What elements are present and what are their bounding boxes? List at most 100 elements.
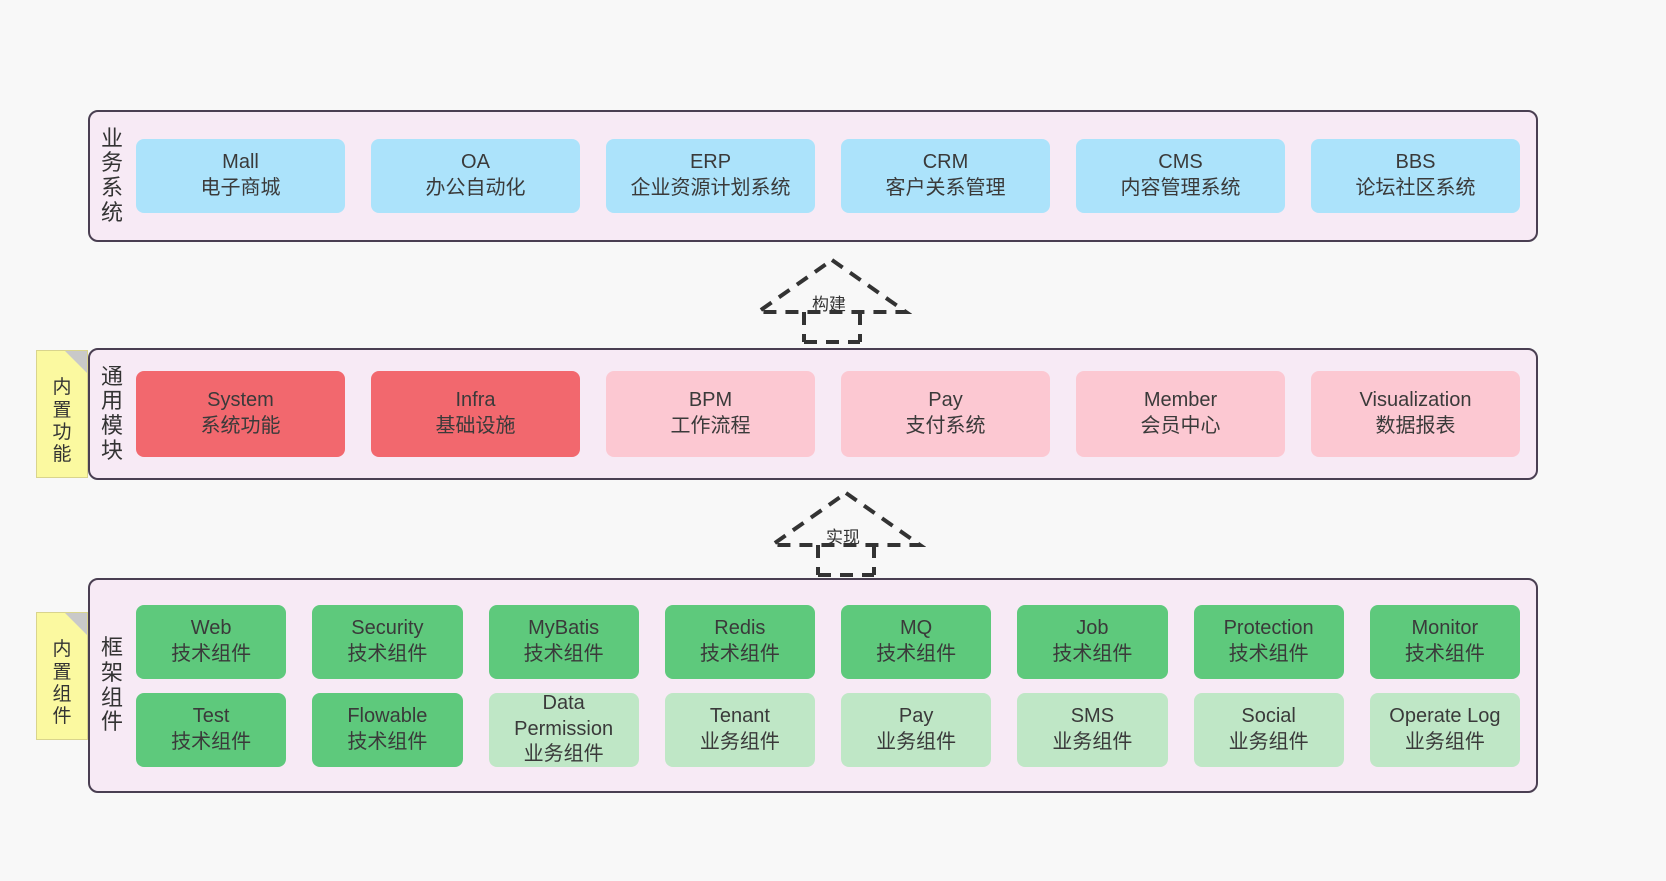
stacked-char: 框 (100, 635, 123, 661)
node-subtitle: 业务组件 (1052, 730, 1133, 753)
node-title: CRM (922, 151, 969, 174)
node-subtitle: 技术组件 (699, 642, 780, 665)
node-bpm[interactable]: BPM 工作流程 (606, 371, 815, 457)
stacked-char: 置 (52, 661, 72, 683)
node-title: CMS (1158, 151, 1203, 174)
node-tenant[interactable]: Tenant 业务组件 (664, 692, 815, 767)
stacked-char: 块 (100, 437, 123, 463)
page-fold-icon (65, 351, 87, 373)
node-title: Protection (1223, 616, 1314, 639)
stacked-char: 业 (100, 125, 123, 151)
stacked-char: 件 (100, 709, 123, 735)
stacked-char: 架 (100, 659, 123, 685)
stacked-char: 件 (52, 706, 72, 728)
stacked-char: 置 (52, 399, 72, 421)
node-title: Infra (455, 389, 496, 412)
stacked-char: 内 (52, 639, 72, 661)
node-subtitle: 技术组件 (523, 642, 604, 665)
stacked-char: 务 (100, 150, 123, 176)
sticky-note-builtin-components: 内置组件 (36, 612, 88, 740)
connector-build-label: 构建 (812, 295, 846, 314)
stacked-char: 通 (100, 363, 123, 389)
sticky-note-text: 内置组件 (52, 639, 71, 729)
node-subtitle: 技术组件 (171, 730, 252, 753)
stacked-char: 组 (52, 684, 72, 705)
node-subtitle: 技术组件 (347, 642, 428, 665)
node-subtitle: 业务组件 (1228, 730, 1309, 753)
node-subtitle: 论坛社区系统 (1355, 177, 1476, 199)
layer-title-framework-components: 框架组件 (90, 580, 134, 791)
node-title: Tenant (709, 704, 770, 727)
node-subtitle: 基础设施 (435, 415, 516, 437)
node-title: OA (461, 151, 490, 174)
stacked-char: 组 (100, 684, 123, 710)
node-system[interactable]: System 系统功能 (136, 371, 345, 457)
node-title: System (207, 389, 274, 412)
node-cms[interactable]: CMS 内容管理系统 (1076, 139, 1285, 213)
node-title: Operate Log (1389, 704, 1501, 727)
node-subtitle: 技术组件 (347, 730, 428, 753)
node-mq[interactable]: MQ 技术组件 (841, 604, 992, 679)
node-subtitle: 技术组件 (1228, 642, 1309, 665)
stacked-char: 系 (100, 175, 123, 200)
stacked-char: 模 (100, 413, 123, 438)
node-subtitle: 技术组件 (171, 642, 252, 665)
node-pay[interactable]: Pay 业务组件 (841, 692, 992, 767)
connector-implement-label: 实现 (826, 528, 860, 547)
node-protection[interactable]: Protection 技术组件 (1193, 604, 1344, 679)
node-subtitle: 工作流程 (670, 415, 751, 437)
node-title: Monitor (1411, 616, 1479, 639)
stacked-char: 用 (100, 388, 123, 414)
node-title: MQ (900, 616, 933, 639)
node-subtitle: 内容管理系统 (1120, 177, 1241, 199)
node-title: BPM (688, 389, 733, 412)
node-subtitle: 技术组件 (1052, 642, 1133, 665)
stacked-char: 能 (52, 444, 72, 466)
node-subtitle: 数据报表 (1375, 415, 1456, 437)
node-web[interactable]: Web 技术组件 (136, 604, 287, 679)
sticky-note-text: 内置功能 (52, 377, 71, 467)
node-title: Pay (928, 389, 963, 412)
node-subtitle: 业务组件 (876, 730, 957, 753)
node-subtitle: 客户关系管理 (885, 177, 1006, 199)
node-job[interactable]: Job 技术组件 (1017, 604, 1168, 679)
node-title: Web (190, 616, 232, 639)
node-title: ERP (689, 151, 732, 174)
node-monitor[interactable]: Monitor 技术组件 (1369, 604, 1520, 679)
node-subtitle: 系统功能 (200, 415, 281, 437)
node-subtitle: 技术组件 (876, 642, 957, 665)
node-infra[interactable]: Infra 基础设施 (371, 371, 580, 457)
node-subtitle: 业务组件 (699, 730, 780, 753)
node-title: Member (1143, 389, 1218, 412)
node-subtitle: 技术组件 (1404, 642, 1485, 665)
node-crm[interactable]: CRM 客户关系管理 (841, 139, 1050, 213)
layer-title-common-modules: 通用模块 (90, 350, 134, 478)
node-title: Pay (898, 704, 934, 727)
node-title: Job (1076, 616, 1109, 639)
